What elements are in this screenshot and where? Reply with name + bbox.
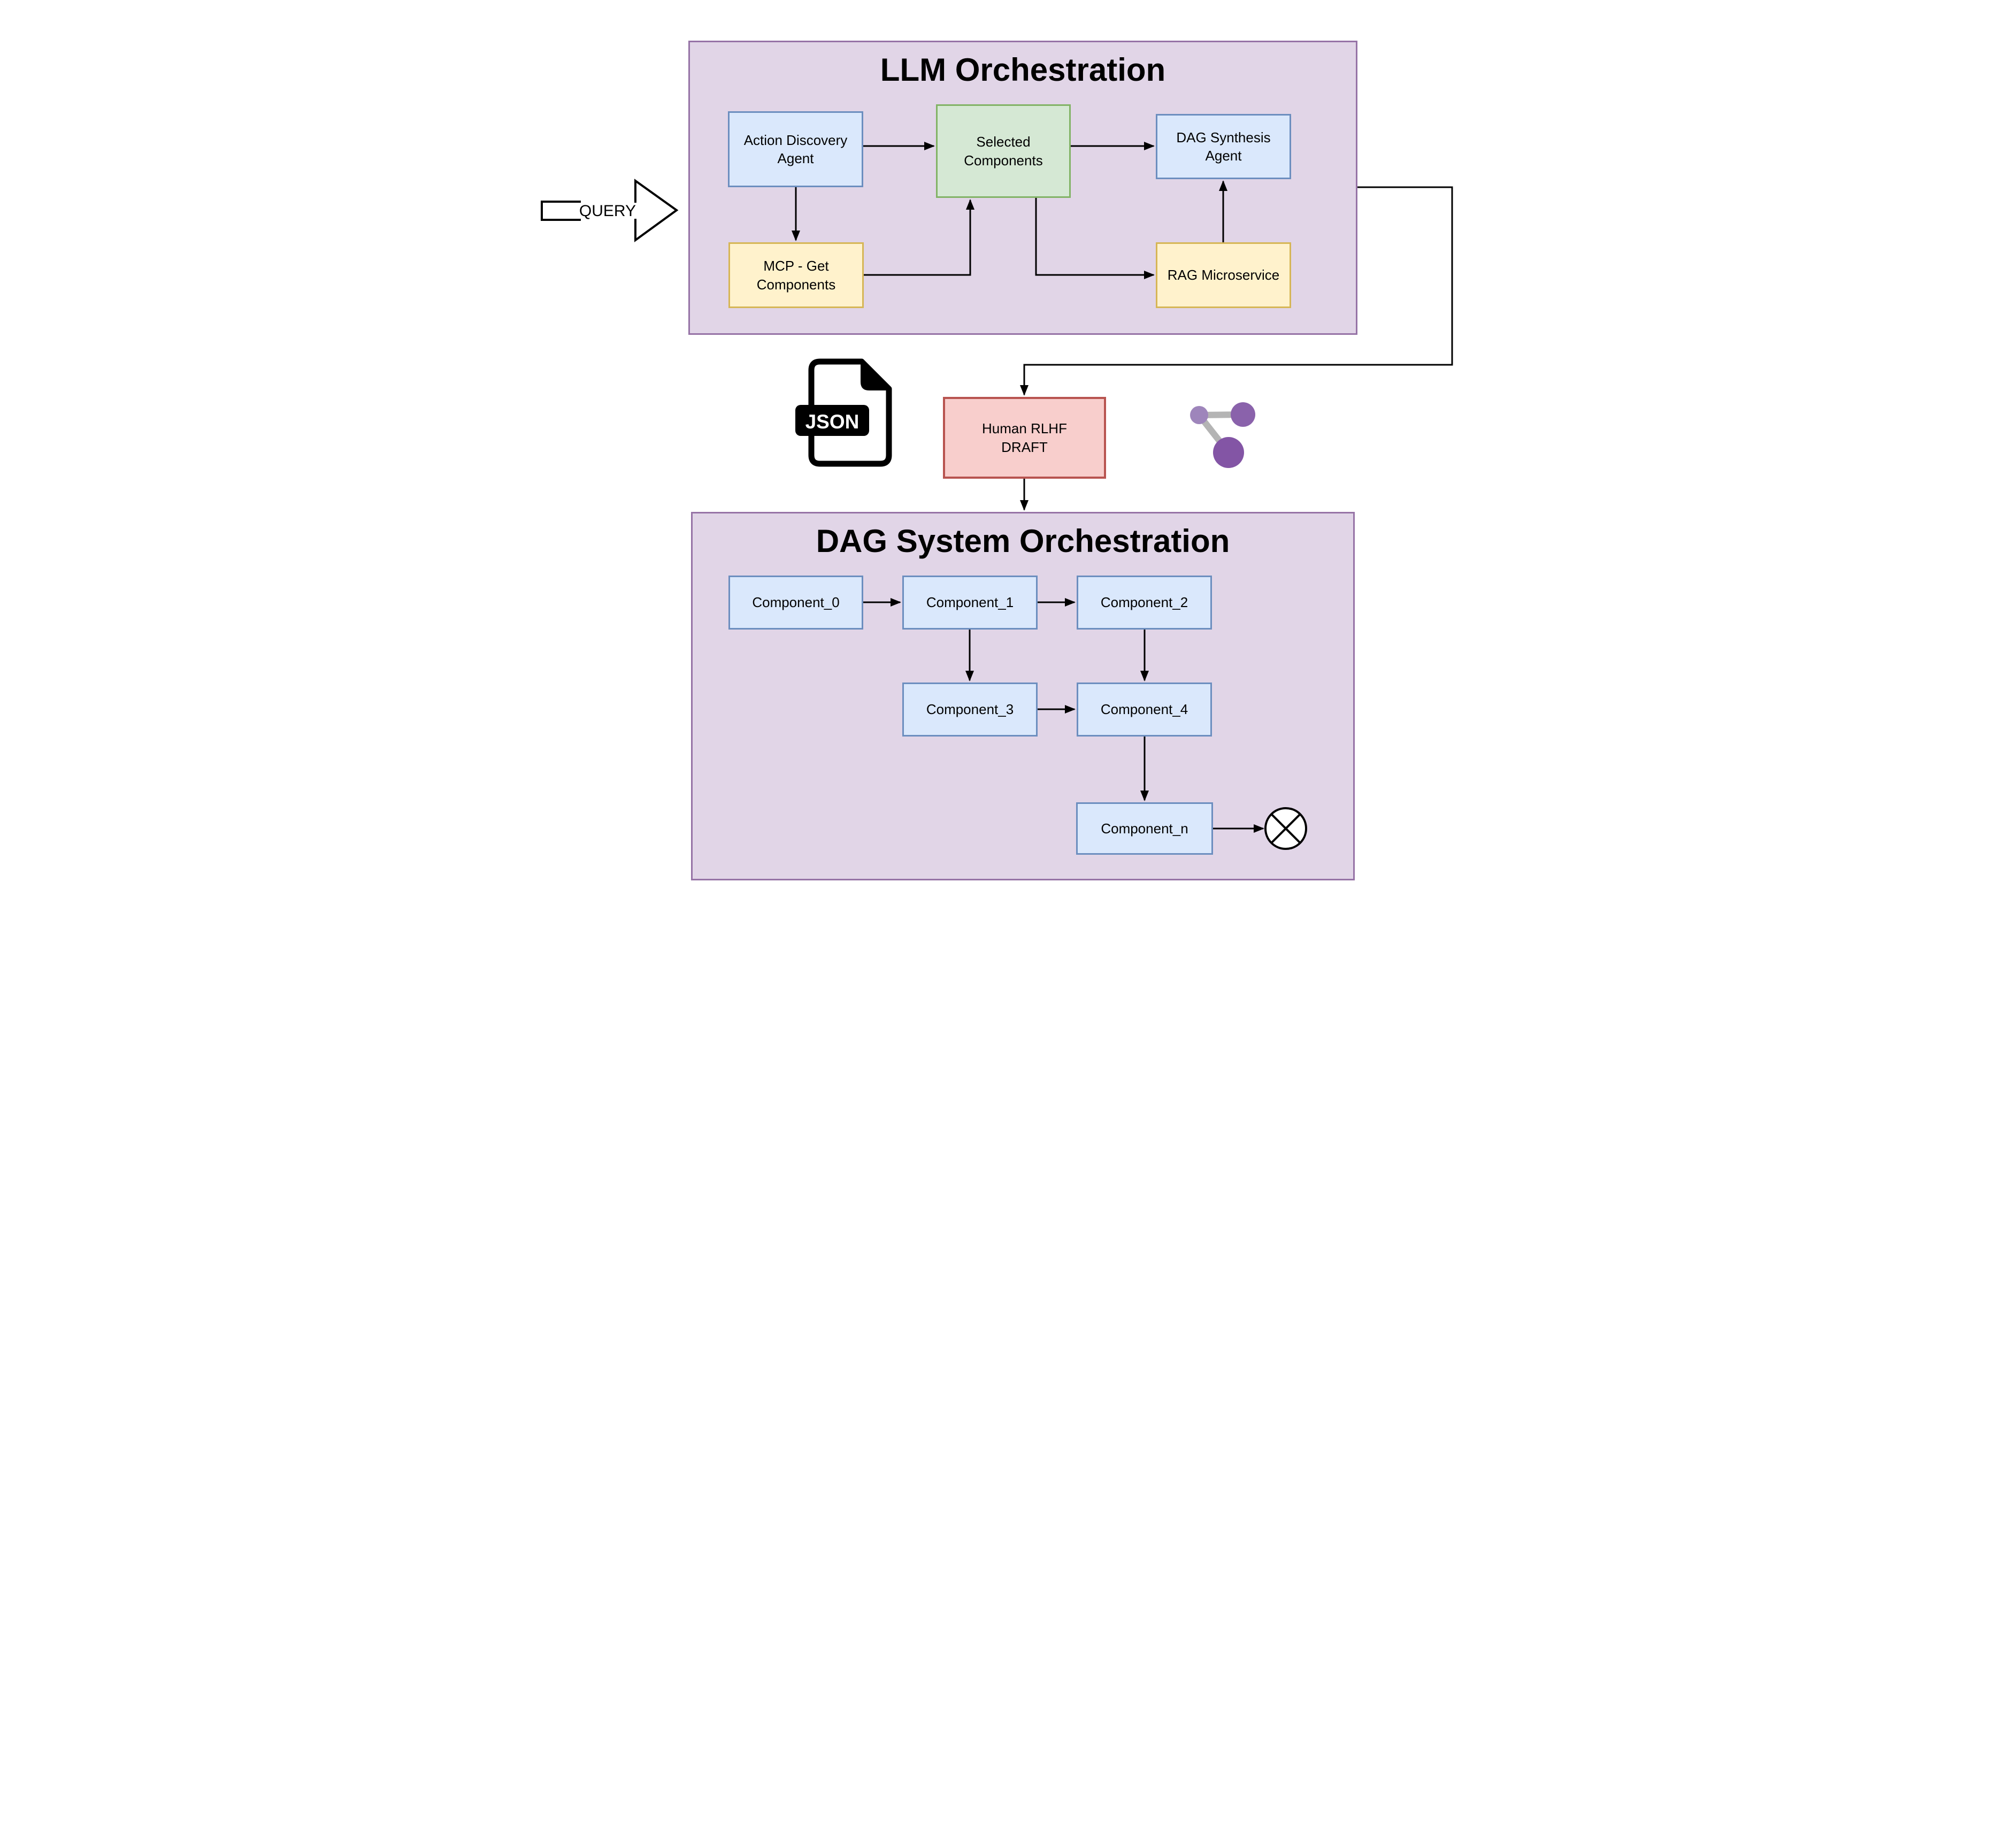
node-label-line: DAG Synthesis Agent bbox=[1176, 129, 1271, 164]
node-dag-synthesis-agent[interactable]: DAG Synthesis Agent bbox=[1156, 114, 1291, 179]
node-selected-components[interactable]: Selected Components bbox=[936, 104, 1071, 198]
node-human-rlhf-draft[interactable]: Human RLHF DRAFT bbox=[943, 397, 1106, 479]
node-label-line: Component_n bbox=[1101, 820, 1188, 837]
node-label-line: Component_1 bbox=[926, 594, 1014, 611]
node-label-line: Selected bbox=[976, 134, 1031, 150]
query-label-background bbox=[581, 199, 634, 223]
node-label-line: Agent bbox=[777, 150, 814, 166]
share-node-large bbox=[1213, 437, 1244, 468]
node-component-n[interactable]: Component_n bbox=[1076, 802, 1213, 855]
node-component-0[interactable]: Component_0 bbox=[728, 576, 863, 630]
diagram-canvas: LLM Orchestration DAG System Orchestrati… bbox=[501, 0, 1502, 924]
share-node-medium bbox=[1231, 402, 1255, 427]
share-node-small bbox=[1190, 406, 1208, 424]
node-action-discovery-agent[interactable]: Action Discovery Agent bbox=[728, 111, 863, 187]
query-label: QUERY bbox=[579, 202, 636, 220]
share-graph-icon bbox=[1185, 396, 1260, 471]
node-label-line: Human RLHF bbox=[982, 420, 1067, 437]
node-component-4[interactable]: Component_4 bbox=[1077, 683, 1212, 737]
query-block-arrow bbox=[541, 179, 679, 242]
node-label-line: Component_3 bbox=[926, 701, 1014, 718]
json-file-icon: JSON bbox=[792, 358, 894, 468]
node-component-1[interactable]: Component_1 bbox=[902, 576, 1038, 630]
json-label-band bbox=[795, 405, 869, 436]
node-label-line: Components bbox=[964, 152, 1043, 168]
node-label-line: Component_4 bbox=[1100, 701, 1188, 718]
llm-orchestration-title: LLM Orchestration bbox=[880, 52, 1166, 88]
node-label-line: Component_2 bbox=[1100, 594, 1188, 611]
node-label-line: Component_0 bbox=[752, 594, 840, 611]
json-icon-label: JSON bbox=[805, 411, 859, 433]
node-component-3[interactable]: Component_3 bbox=[902, 683, 1038, 737]
node-label-line: Components bbox=[756, 276, 836, 293]
node-label-line: Action Discovery bbox=[743, 132, 848, 148]
node-mcp-get-components[interactable]: MCP - Get Components bbox=[728, 242, 864, 308]
node-label-line: RAG Microservice bbox=[1167, 267, 1280, 283]
node-rag-microservice[interactable]: RAG Microservice bbox=[1156, 242, 1291, 308]
json-document-fold bbox=[861, 359, 892, 390]
dag-system-orchestration-title: DAG System Orchestration bbox=[816, 523, 1230, 559]
node-label-line: MCP - Get bbox=[763, 258, 829, 274]
node-label-line: DRAFT bbox=[1001, 439, 1048, 455]
node-component-2[interactable]: Component_2 bbox=[1077, 576, 1212, 630]
